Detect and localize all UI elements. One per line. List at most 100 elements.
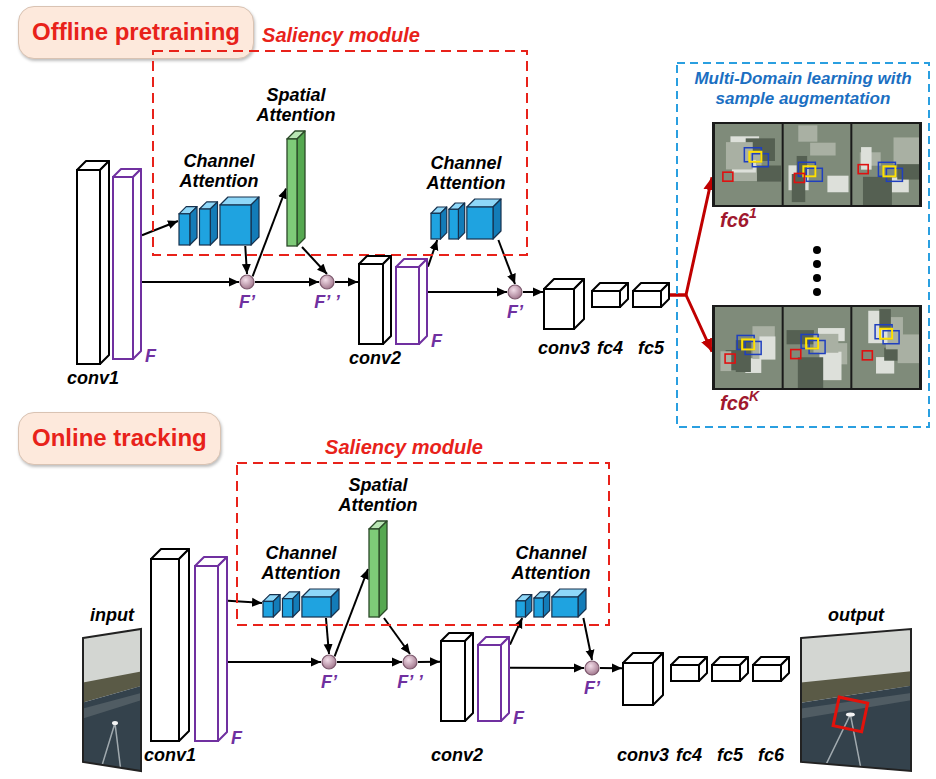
feature-label: F’ xyxy=(239,292,255,313)
cuboid-outline-part xyxy=(544,289,574,329)
cuboid-outline-part xyxy=(179,549,189,741)
element-wise-product: F’ ’ xyxy=(319,274,335,290)
attention-label: Channel Attention xyxy=(501,543,601,584)
blue-cubes-part xyxy=(543,592,549,617)
layer-label: fc4 xyxy=(597,338,623,359)
layer-label: F xyxy=(513,708,524,729)
blue-cubes-part xyxy=(210,202,217,245)
cuboid-outline xyxy=(622,652,664,706)
layer-label: conv1 xyxy=(67,368,119,389)
connector-arrow xyxy=(302,247,327,274)
dashed-outline-part xyxy=(153,51,527,255)
frame-strip-part xyxy=(852,124,919,205)
connector-arrow xyxy=(428,291,507,293)
connector-arrow xyxy=(255,281,319,283)
cuboid-outline xyxy=(543,278,585,330)
spatial-attention-map: Spatial Attention xyxy=(286,130,306,247)
frame-picture xyxy=(82,628,142,772)
frame-strip-part-part xyxy=(798,125,817,141)
blue-cubes-part xyxy=(273,595,280,617)
cuboid-outline xyxy=(670,656,708,682)
frame-strip-part-part xyxy=(810,143,835,156)
cuboid-outline-part xyxy=(623,663,653,705)
blue-cubes-part xyxy=(534,598,543,617)
frame-strip-part-part xyxy=(883,166,895,176)
green-slab-part xyxy=(287,139,297,246)
cuboid-outline-part xyxy=(740,657,748,681)
connector-arrow xyxy=(510,618,522,645)
frame-strip-part xyxy=(852,307,919,388)
blue-cubes-part xyxy=(552,597,578,617)
layer-label: F xyxy=(231,728,242,749)
blue-cubes-part xyxy=(331,589,339,617)
green-slab-part xyxy=(379,521,387,617)
cuboid-outline xyxy=(477,636,510,722)
cuboid-outline-part xyxy=(113,177,133,359)
spatial-attention-map: Spatial Attention xyxy=(368,520,388,618)
feature-map-box: conv1 xyxy=(76,160,110,365)
cuboid-outline-part xyxy=(699,657,707,681)
frame-strip-part-part xyxy=(879,309,891,329)
frame-picture-part-part xyxy=(82,686,142,772)
layer-label: fc5 xyxy=(717,745,743,766)
connector-arrow xyxy=(600,667,622,669)
attention-label: Channel Attention xyxy=(416,153,516,194)
cuboid-outline-part xyxy=(574,279,584,329)
frame-strip-part-part xyxy=(794,173,804,182)
feature-label: F’ ’ xyxy=(397,672,422,693)
cuboid-outline-part xyxy=(592,291,620,307)
cuboid-outline-part xyxy=(478,645,501,721)
blue-cubes-part xyxy=(293,592,300,617)
frame-strip-part xyxy=(784,307,851,388)
feature-map-box: fc4 xyxy=(591,282,629,308)
connector-arrow xyxy=(335,281,358,283)
connector-arrow xyxy=(428,240,437,267)
frame-strip-part-part xyxy=(806,338,818,348)
connector-arrow xyxy=(228,661,321,663)
green-slab-part xyxy=(297,131,305,246)
blue-cubes-part xyxy=(458,203,464,239)
blue-cubes-part xyxy=(467,207,493,239)
blue-cubes xyxy=(430,198,502,240)
product-circle-part xyxy=(585,661,599,675)
product-circle xyxy=(507,284,523,300)
cuboid-outline-part xyxy=(383,256,391,344)
blue-cubes-part xyxy=(263,601,273,617)
frame-strip-part-part xyxy=(725,354,735,363)
cuboid-outline xyxy=(591,282,629,308)
feature-map-box: conv2 xyxy=(440,632,474,722)
cuboid-outline-part xyxy=(359,264,383,344)
branch-label-group: fc6K xyxy=(720,392,759,415)
frame-label: output xyxy=(828,605,884,626)
frame-strip-part xyxy=(712,305,922,390)
frame-strip-part-part xyxy=(852,124,919,205)
frame-picture-part-part xyxy=(112,721,118,725)
layer-label: conv2 xyxy=(349,348,401,369)
frame-strip-part xyxy=(712,122,922,207)
stage-title: Offline pretraining xyxy=(32,18,240,47)
frame-picture-part xyxy=(82,628,142,772)
blue-cubes-part xyxy=(179,214,190,245)
frame-strip-part xyxy=(715,307,782,388)
layer-label: F xyxy=(145,346,156,367)
frame-strip-part-part xyxy=(862,351,872,360)
connector-arrow xyxy=(418,661,440,663)
feature-map-box: fc5 xyxy=(632,282,670,308)
cuboid-outline-part xyxy=(100,161,109,364)
frame-strip-part-part xyxy=(798,357,823,388)
connector-arrow xyxy=(142,281,239,283)
dashed-outline-part xyxy=(237,463,609,625)
stage-title: Online tracking xyxy=(32,424,207,453)
cuboid-outline xyxy=(194,556,228,742)
frame-strip-part-part xyxy=(749,152,761,162)
cuboid-outline-part xyxy=(396,267,419,344)
layer-label: conv2 xyxy=(431,745,483,766)
module-label: Saliency module xyxy=(325,436,483,459)
feature-map-box: conv3 xyxy=(543,278,585,330)
connector-arrow xyxy=(337,661,402,663)
connector-arrow xyxy=(510,667,584,669)
cuboid-outline xyxy=(752,656,790,682)
frame-strip-part-part xyxy=(883,331,899,344)
layer-label: conv3 xyxy=(617,745,669,766)
attention-label: Channel Attention xyxy=(251,543,351,584)
